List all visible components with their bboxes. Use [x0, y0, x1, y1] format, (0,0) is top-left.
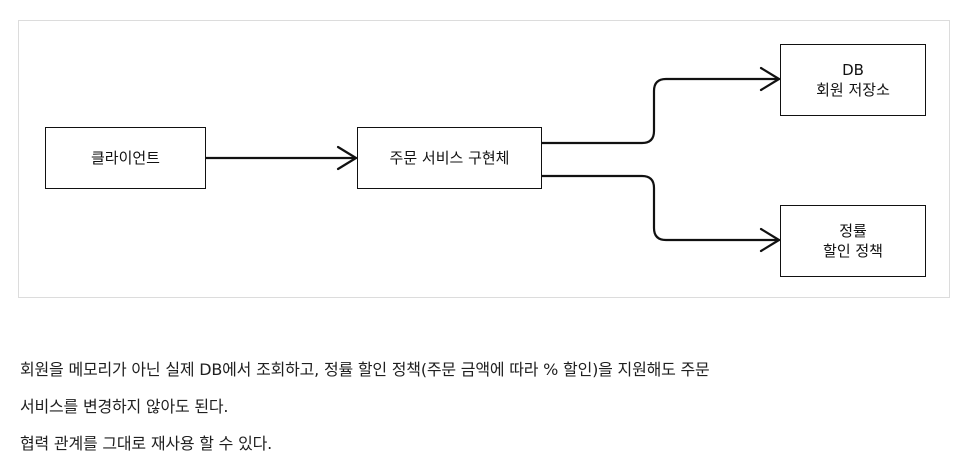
order-service-label: 주문 서비스 구현체: [389, 149, 510, 167]
caption-line-2: 서비스를 변경하지 않아도 된다.: [20, 397, 229, 416]
discount-policy-label: 할인 정책: [823, 242, 883, 260]
rate-label: 정률: [839, 222, 867, 240]
rate-discount-policy-node: 정률 할인 정책: [780, 205, 926, 277]
order-service-node: 주문 서비스 구현체: [357, 127, 542, 189]
client-label: 클라이언트: [90, 149, 160, 167]
caption-line-1: 회원을 메모리가 아닌 실제 DB에서 조회하고, 정률 할인 정책(주문 금액…: [20, 360, 710, 379]
member-repository-node: DB 회원 저장소: [780, 44, 926, 116]
arrowhead-discount: [759, 227, 781, 253]
member-repository-label: 회원 저장소: [816, 81, 890, 99]
arrowhead-db: [759, 66, 781, 92]
caption-line-3: 협력 관계를 그대로 재사용 할 수 있다.: [20, 434, 273, 453]
db-label: DB: [842, 61, 864, 79]
arrowhead-order: [336, 145, 358, 171]
client-node: 클라이언트: [45, 127, 206, 189]
edge-order-to-discount: [540, 174, 781, 242]
edge-order-to-db: [540, 77, 781, 145]
